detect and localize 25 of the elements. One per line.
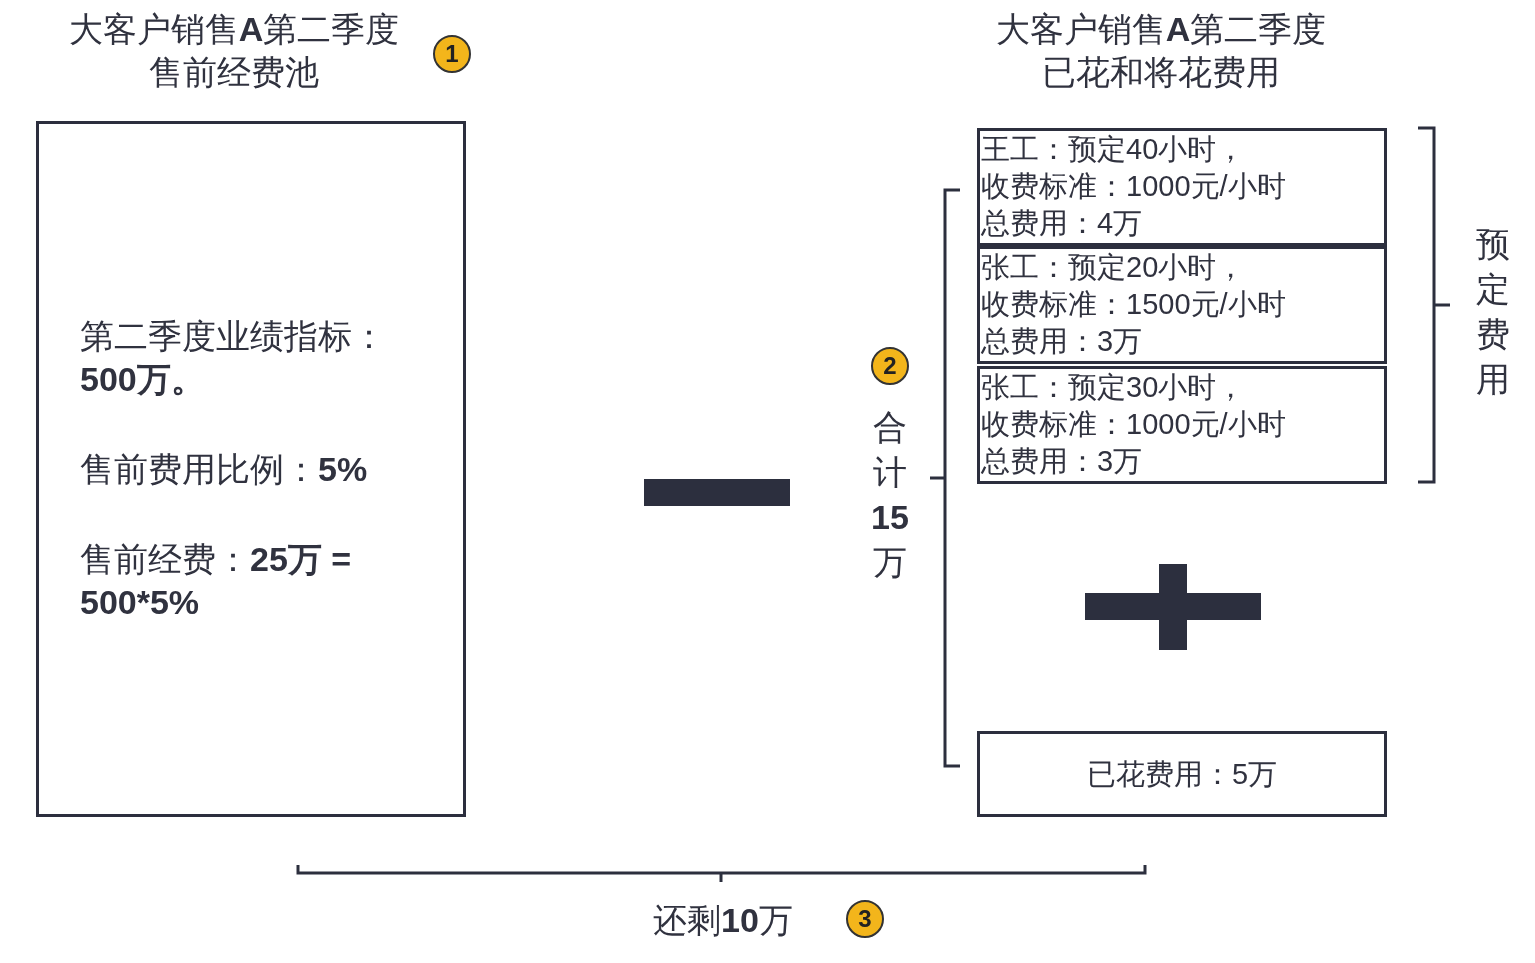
booking-detail: 张工：预定20小时， bbox=[981, 250, 1246, 285]
budget-text: 第二季度业绩指标：500万。 bbox=[80, 315, 387, 400]
booking-detail: 总费用：3万 bbox=[981, 324, 1143, 359]
booking-detail: 收费标准：1500元/小时 bbox=[981, 287, 1286, 322]
budget-text: 售前费用比例：5% bbox=[80, 448, 368, 490]
spent-text: 已花费用：5万 bbox=[1086, 756, 1278, 792]
booking-detail: 收费标准：1000元/小时 bbox=[981, 407, 1286, 442]
booking-detail: 收费标准：1000元/小时 bbox=[981, 169, 1286, 204]
booking-box bbox=[977, 366, 1387, 484]
booking-detail: 总费用：4万 bbox=[981, 206, 1143, 241]
panel-heading: 大客户销售A第二季度售前经费池 bbox=[67, 9, 401, 93]
booked-cost-text: 预定费用 bbox=[1475, 224, 1511, 400]
booking-detail: 总费用：3万 bbox=[981, 444, 1143, 479]
callout-number: 1 bbox=[433, 35, 471, 73]
booking-detail: 张工：预定30小时， bbox=[981, 370, 1246, 405]
callout-number: 3 bbox=[846, 900, 884, 938]
booking-box bbox=[977, 128, 1387, 246]
callout-number: 2 bbox=[871, 347, 909, 385]
booking-detail: 王工：预定40小时， bbox=[981, 132, 1246, 167]
budget-text: 售前经费：25万 = 500*5% bbox=[80, 538, 353, 623]
spent-box bbox=[977, 731, 1387, 817]
booking-box bbox=[977, 246, 1387, 364]
section-heading: 大客户销售A第二季度已花和将花费用 bbox=[994, 9, 1328, 93]
total-text: 合计15万 bbox=[870, 407, 910, 583]
remainder-text: 还剩10万 bbox=[653, 900, 793, 941]
